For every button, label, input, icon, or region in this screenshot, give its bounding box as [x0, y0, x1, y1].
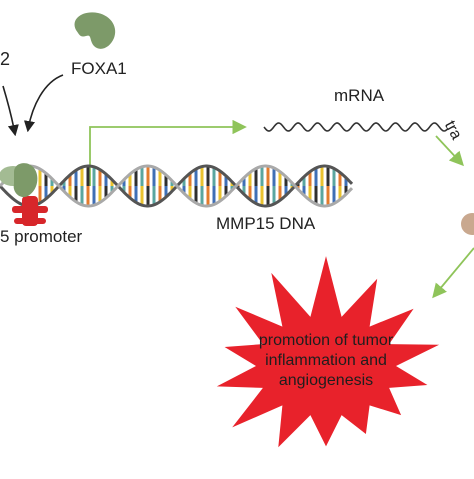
outcome-line-1: promotion of tumor [258, 332, 394, 349]
bound-foxa1-protein [13, 163, 38, 198]
left-protein-label-fragment: 2 [0, 49, 11, 69]
effect-burst [216, 256, 440, 448]
translated-protein [461, 213, 474, 235]
binding-arrow-left [2, 85, 19, 137]
promoter-element [12, 196, 48, 226]
outcome-line-2: inflammation and [265, 352, 387, 369]
effect-arrow [432, 247, 474, 299]
outcome-text: promotion of tumor inflammation and angi… [228, 331, 424, 391]
promoter-label: 5 promoter [0, 227, 83, 246]
foxa1-label: FOXA1 [71, 59, 127, 78]
mmp15-dna-label: MMP15 DNA [216, 214, 316, 233]
mrna-label: mRNA [334, 86, 385, 105]
translation-arrow [435, 135, 464, 167]
mrna-strand [263, 122, 449, 132]
dna-strand-b [0, 164, 354, 208]
outcome-line-3: angiogenesis [278, 372, 374, 389]
binding-arrow-foxa1 [23, 74, 64, 133]
foxa1-protein-shape [74, 12, 116, 49]
